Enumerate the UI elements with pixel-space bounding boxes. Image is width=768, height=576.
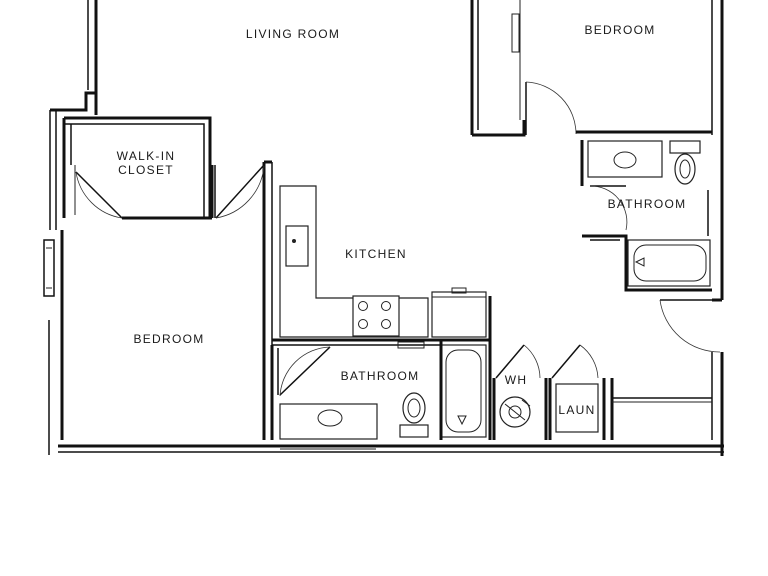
right-suite-walls	[470, 0, 722, 353]
bottom-bathroom	[270, 340, 487, 440]
label-living-room: LIVING ROOM	[246, 27, 340, 41]
label-bathroom-bottom: BATHROOM	[341, 369, 420, 383]
label-bedroom-top: BEDROOM	[584, 23, 655, 37]
label-bedroom-left: BEDROOM	[133, 332, 204, 346]
label-water-heater: WH	[505, 373, 528, 387]
kitchen-walls	[210, 160, 492, 440]
label-walk-in-closet-line2: CLOSET	[118, 163, 174, 177]
label-bathroom-right: BATHROOM	[608, 197, 687, 211]
label-walk-in-closet-line1: WALK-IN	[117, 149, 176, 163]
label-kitchen: KITCHEN	[345, 247, 407, 261]
room-labels: LIVING ROOM BEDROOM WALK-IN CLOSET BATHR…	[117, 23, 687, 417]
walk-in-closet-walls	[62, 116, 212, 220]
utility-closets	[488, 344, 712, 440]
exterior-walls	[43, 0, 724, 456]
label-laundry: LAUN	[558, 403, 595, 417]
